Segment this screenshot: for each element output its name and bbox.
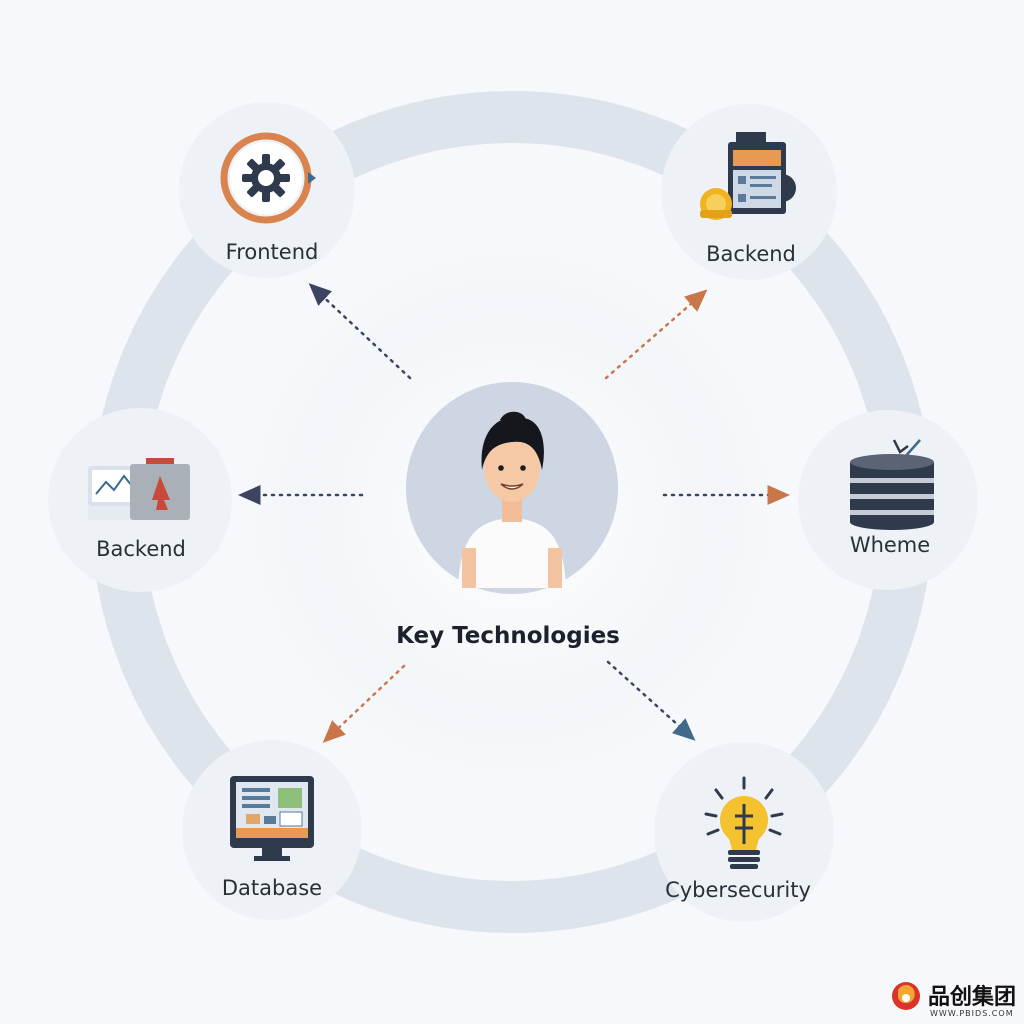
node-database[interactable]: Database bbox=[182, 740, 362, 920]
arrow-to-frontend bbox=[308, 283, 412, 380]
arrow-to-database bbox=[322, 664, 406, 743]
node-label-backend-top: Backend bbox=[706, 242, 796, 266]
person-avatar-icon bbox=[458, 411, 566, 588]
center-node bbox=[406, 382, 618, 594]
database-icon bbox=[850, 439, 934, 530]
node-frontend[interactable]: Frontend bbox=[179, 102, 355, 278]
watermark-brand: 品创集团 bbox=[928, 984, 1016, 1010]
watermark: 品创集团 WWW.PBIDS.COM bbox=[892, 982, 1016, 1018]
monitor-icon bbox=[230, 776, 314, 861]
watermark-url: WWW.PBIDS.COM bbox=[930, 1009, 1014, 1018]
center-title: Key Technologies bbox=[396, 623, 620, 649]
arrow-to-cybersecurity bbox=[606, 660, 696, 741]
node-label-wheme: Wheme bbox=[850, 533, 930, 557]
gear-icon bbox=[220, 132, 316, 224]
node-wheme[interactable]: Wheme bbox=[798, 410, 978, 590]
node-label-frontend: Frontend bbox=[226, 240, 319, 264]
node-label-database: Database bbox=[222, 876, 322, 900]
brand-logo-icon bbox=[892, 982, 920, 1010]
node-cybersecurity[interactable]: Cybersecurity bbox=[654, 742, 834, 922]
node-label-backend-left: Backend bbox=[96, 537, 186, 561]
node-backend-left[interactable]: Backend bbox=[48, 408, 232, 592]
analytics-folder-icon bbox=[88, 458, 190, 520]
node-backend-top[interactable]: Backend bbox=[661, 104, 837, 280]
node-label-cybersecurity: Cybersecurity bbox=[665, 878, 811, 902]
lightbulb-icon bbox=[704, 776, 784, 869]
arrow-to-backend-top bbox=[604, 289, 708, 380]
server-monitor-icon bbox=[700, 132, 796, 220]
